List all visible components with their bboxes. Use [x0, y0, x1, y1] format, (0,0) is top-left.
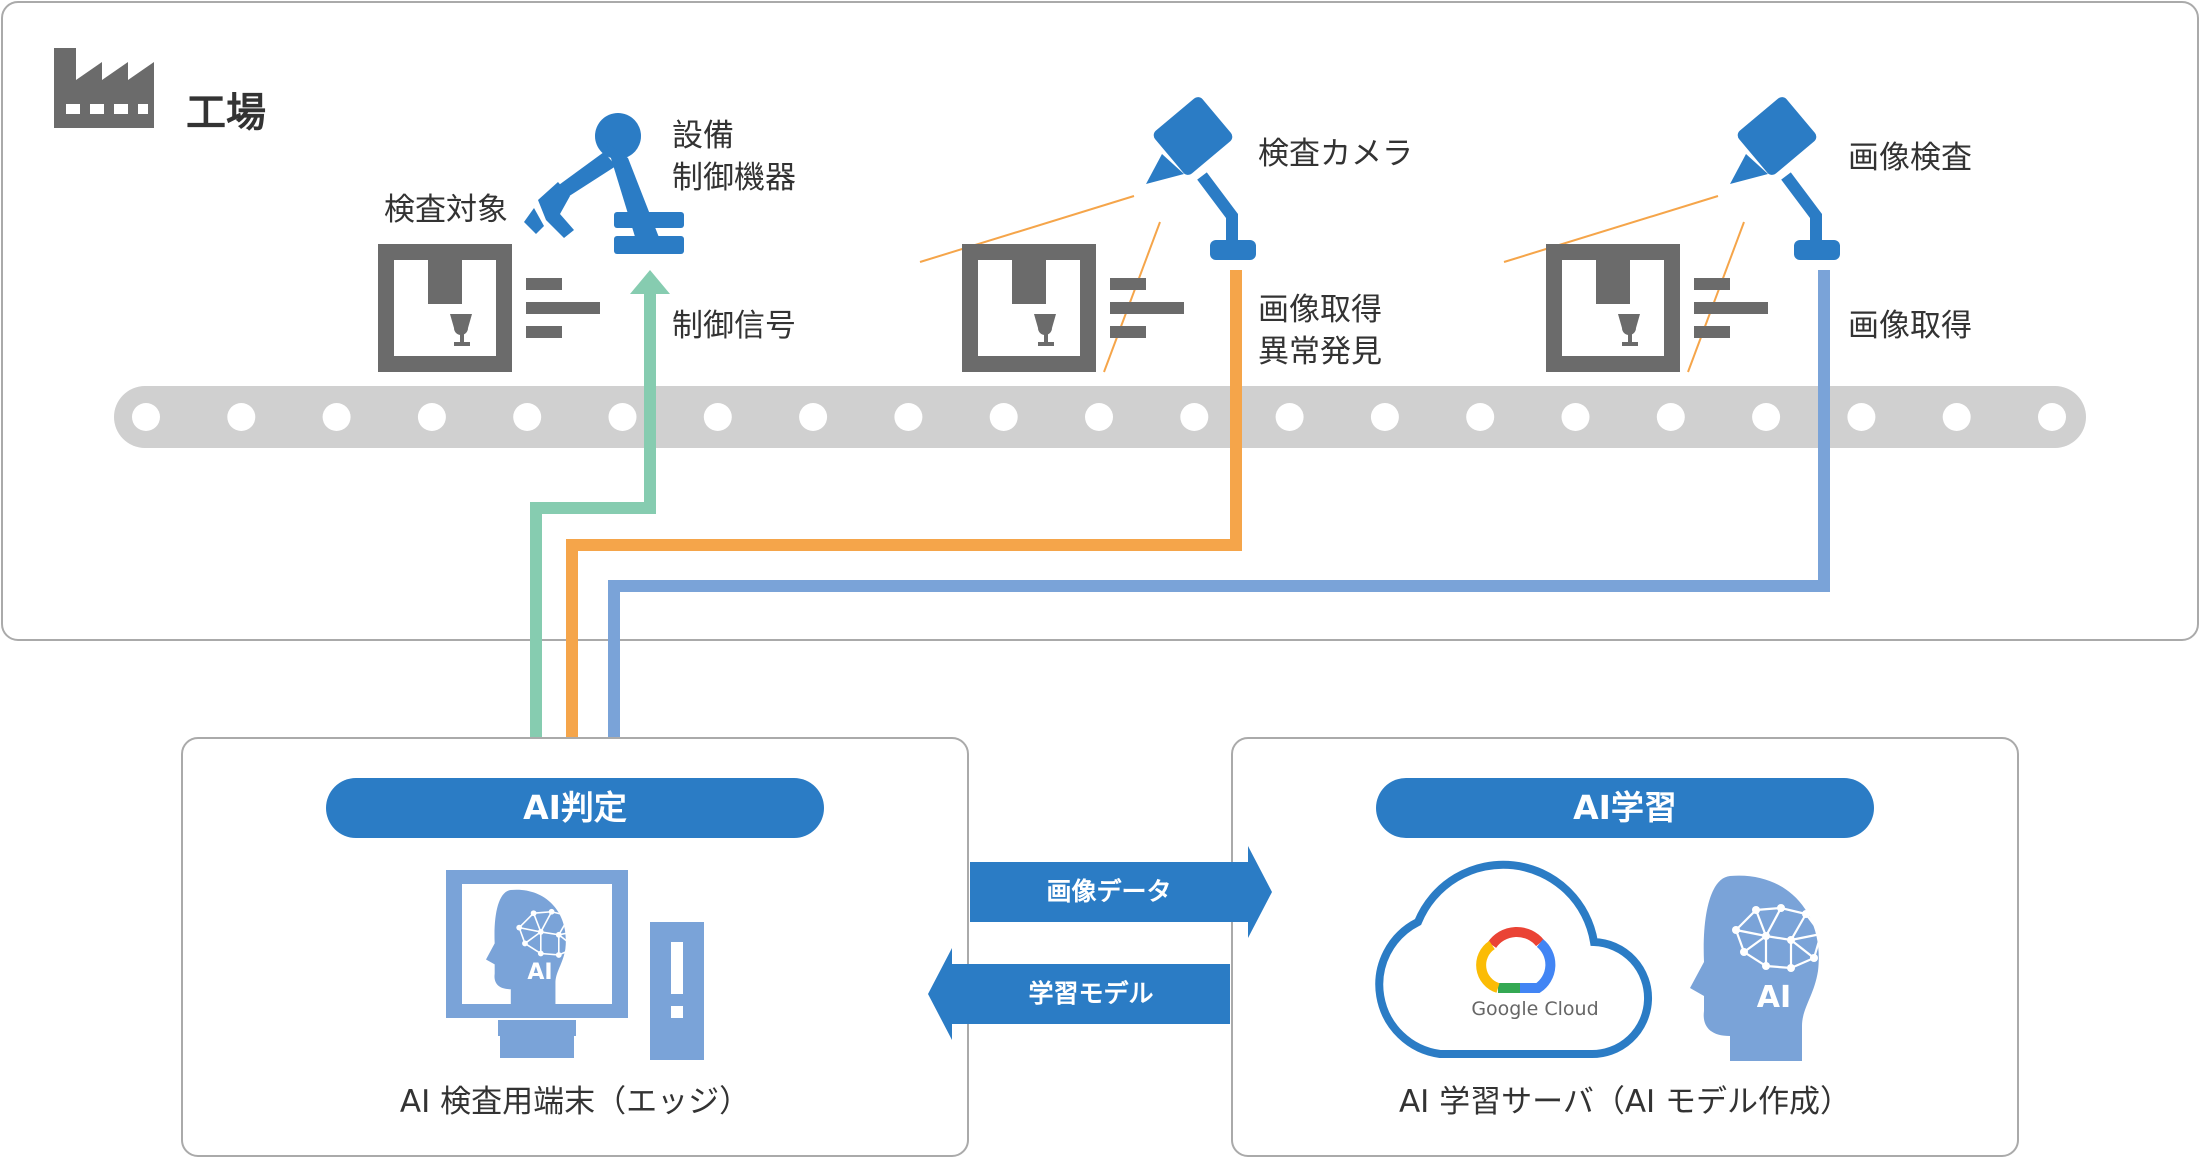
conveyor-roller: [1466, 403, 1495, 431]
conveyor-roller: [1085, 403, 1113, 431]
conveyor-roller: [2038, 403, 2066, 431]
edge-ai-badge: AI: [527, 960, 553, 985]
capture-anomaly-label-line1: 画像取得: [1258, 292, 1382, 328]
robot-arm-icon: [524, 113, 684, 254]
edge-terminal-icon: [446, 870, 704, 1060]
camera-view-lines: [919, 195, 1745, 373]
learning-ai-badge: AI: [1756, 980, 1792, 1015]
conveyor-roller: [1370, 403, 1399, 431]
conveyor-roller: [227, 403, 256, 431]
edge-terminal-caption: AI 検査用端末（エッジ）: [399, 1084, 751, 1120]
image-capture-label: 画像取得: [1848, 308, 1972, 344]
conveyor-roller: [1275, 403, 1304, 431]
ai-learning-pill: AI学習: [1376, 778, 1874, 838]
factory-icon: [54, 48, 154, 128]
learned-model-label: 学習モデル: [1028, 979, 1154, 1008]
conveyor-roller: [894, 403, 923, 431]
google-cloud-text: Google Cloud: [1471, 998, 1599, 1020]
factory-panel: [1, 1, 2199, 641]
inspection-camera-label: 検査カメラ: [1258, 136, 1413, 172]
conveyor-roller: [799, 403, 828, 431]
image-inspection-label: 画像検査: [1848, 140, 1972, 176]
conveyor-roller: [322, 403, 351, 431]
conveyor-roller: [1942, 403, 1971, 431]
inspection-target-label: 検査対象: [384, 192, 508, 228]
image-data-arrow: [970, 846, 1272, 938]
google-cloud-icon: [1375, 860, 1653, 1059]
conveyor-roller: [1180, 403, 1209, 431]
learned-model-arrow: [928, 948, 1230, 1040]
learning-server-caption: AI 学習サーバ（AI モデル作成）: [1398, 1084, 1852, 1120]
factory-title: 工場: [186, 90, 266, 136]
conveyor-belt: [114, 386, 2086, 448]
control-signal-label: 制御信号: [672, 308, 796, 344]
equipment-label-line2: 制御機器: [672, 160, 796, 196]
image-data-label: 画像データ: [1046, 877, 1172, 906]
conveyor-roller: [989, 403, 1018, 431]
conveyor-roller: [1656, 403, 1685, 431]
equipment-label-line1: 設備: [672, 118, 734, 154]
conveyor-roller: [1847, 403, 1876, 431]
conveyor-roller: [513, 403, 542, 431]
conveyor-roller: [608, 403, 637, 431]
conveyor-roller: [1561, 403, 1590, 431]
ai-judgement-pill: AI判定: [326, 778, 824, 838]
capture-anomaly-label-line2: 異常発見: [1258, 334, 1382, 370]
conveyor-roller: [1752, 403, 1781, 431]
conveyor-roller: [703, 403, 732, 431]
conveyor-roller: [132, 403, 160, 431]
control-signal-line: [530, 270, 670, 776]
conveyor-roller: [417, 403, 446, 431]
